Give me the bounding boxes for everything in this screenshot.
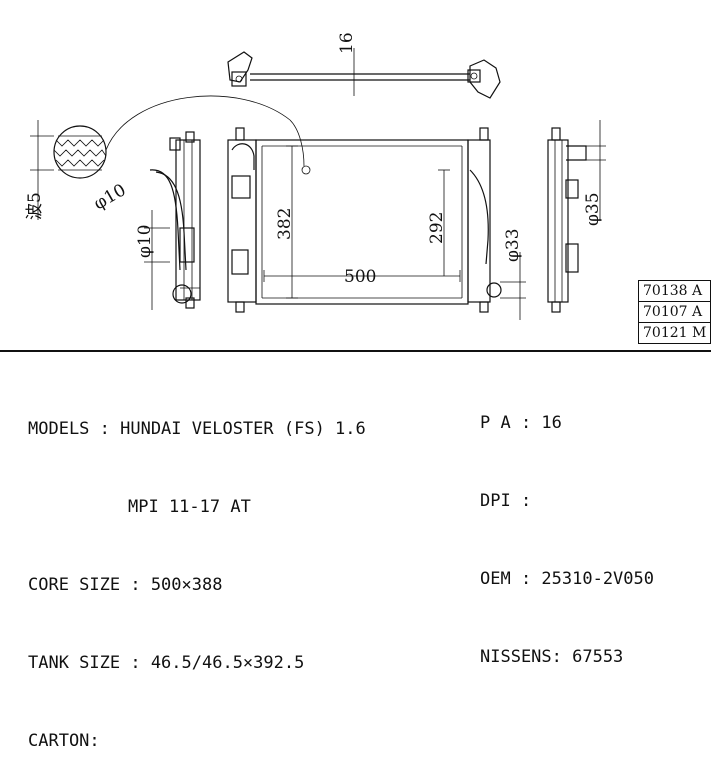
dim-outlet-diameter: φ33 (503, 228, 523, 262)
dim-core-width: 500 (344, 267, 376, 287)
left-spec-block: MODELS : HUNDAI VELOSTER (FS) 1.6 MPI 11… (28, 364, 366, 780)
oem-number: OEM : 25310-2V050 (480, 569, 654, 589)
section-divider (0, 350, 711, 352)
left-side-view (144, 131, 201, 310)
radiator-technical-drawing: 16 波5 φ10 φ10 (25, 32, 606, 320)
pa-value: P A : 16 (480, 413, 562, 433)
dim-right-diameter: φ35 (583, 192, 603, 226)
carton: CARTON: (28, 731, 100, 751)
dim-tank-offset: 292 (427, 212, 447, 244)
dim-core-height: 382 (275, 208, 295, 240)
right-spec-block: P A : 16 DPI : OEM : 25310-2V050 NISSENS… (480, 358, 654, 696)
nissens-number: NISSENS: 67553 (480, 647, 624, 667)
reference-number-table: 70138 A 70107 A 70121 M (638, 280, 711, 344)
dpi-value: DPI : (480, 491, 532, 511)
dim-inlet-diameter: φ10 (91, 180, 130, 214)
top-view (227, 48, 501, 99)
models-line-continued: MPI 11-17 AT (128, 497, 251, 517)
dim-fin-pitch: 波5 (25, 192, 45, 220)
ref-number: 70138 A (638, 280, 711, 302)
ref-number: 70121 M (638, 322, 711, 344)
fin-detail (30, 95, 305, 220)
dim-side-pipe-diameter: φ10 (135, 224, 155, 258)
core-size: CORE SIZE : 500×388 (28, 575, 223, 595)
models-line: MODELS : HUNDAI VELOSTER (FS) 1.6 (28, 419, 366, 439)
right-side-view (547, 120, 606, 313)
tank-size: TANK SIZE : 46.5/46.5×392.5 (28, 653, 305, 673)
ref-number: 70107 A (638, 301, 711, 323)
dim-top-thickness: 16 (337, 32, 357, 54)
front-core-view (227, 127, 526, 320)
